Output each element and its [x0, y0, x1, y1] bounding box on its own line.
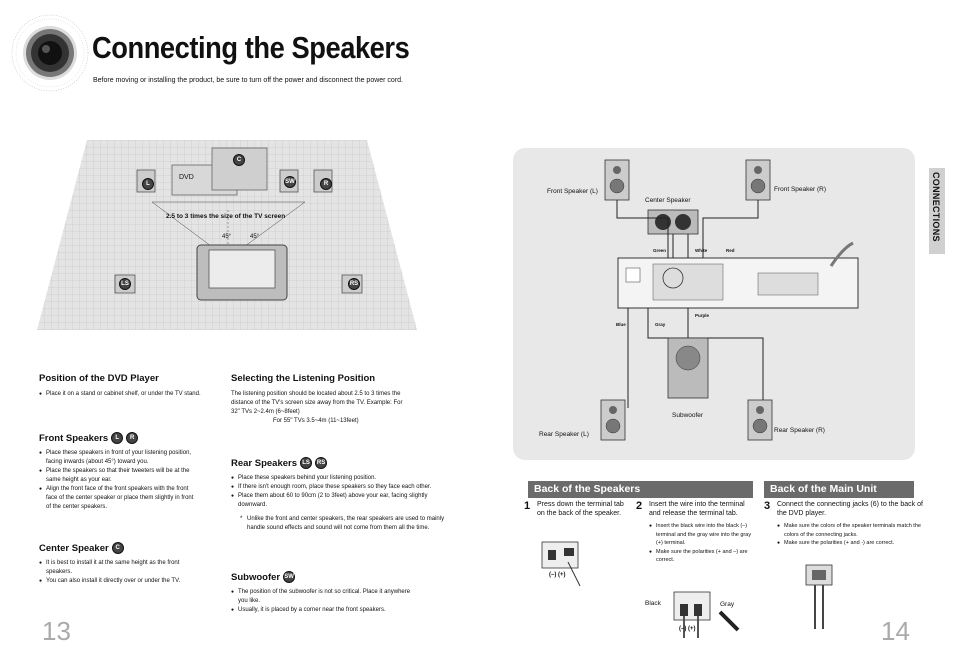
- label-rear-left: Rear Speaker (L): [539, 431, 589, 438]
- page-title: Connecting the Speakers: [92, 30, 410, 65]
- list-item: Make sure the polarities (+ and –) are c…: [649, 548, 756, 565]
- back-of-main-unit-header: Back of the Main Unit: [764, 481, 914, 498]
- list-rear-speakers: Place these speakers behind your listeni…: [231, 474, 456, 510]
- list-center-speaker: It is best to install it at the same hei…: [39, 559, 204, 586]
- badge-rear-right: RS: [348, 278, 360, 290]
- list-item: Place these speakers behind your listeni…: [231, 474, 456, 483]
- label-wire-green: Green: [653, 248, 667, 253]
- label-front-right: Front Speaker (R): [774, 186, 827, 193]
- asterisk-icon: *: [240, 516, 243, 522]
- side-tab-label: CONNECTIONS: [931, 172, 941, 242]
- badge-rs: RS: [315, 457, 328, 469]
- step-1-text: Press down the terminal tab on the back …: [537, 501, 624, 517]
- list-item: It is best to install it at the same hei…: [39, 559, 204, 577]
- step-1-number: 1: [524, 500, 531, 512]
- listening-text: The listening position should be located…: [231, 391, 403, 415]
- heading-center-text: Center Speaker: [39, 542, 109, 554]
- list-step-2: Insert the black wire into the black (–)…: [636, 522, 756, 565]
- label-wire-gray: Gray: [655, 322, 666, 327]
- heading-subwoofer-text: Subwoofer: [231, 571, 281, 583]
- angle-left-label: 45°: [222, 234, 232, 240]
- label-subwoofer: Subwoofer: [672, 412, 704, 419]
- connections-side-tab: CONNECTIONS: [929, 168, 945, 254]
- heading-front-text: Front Speakers: [39, 432, 109, 444]
- label-black: Black: [645, 600, 661, 607]
- badge-c: C: [111, 542, 124, 554]
- list-front-speakers: Place these speakers in front of your li…: [39, 449, 199, 512]
- step-2-text: Insert the wire into the terminal and re…: [649, 501, 745, 517]
- label-wire-blue: Blue: [616, 322, 626, 327]
- list-item: Place it on a stand or cabinet shelf, or…: [39, 390, 214, 399]
- heading-listening-position: Selecting the Listening Position: [231, 373, 376, 384]
- heading-subwoofer: Subwoofer SW: [231, 571, 411, 583]
- list-dvd-position: Place it on a stand or cabinet shelf, or…: [39, 390, 214, 399]
- section-center-speaker: Center Speaker C It is best to install i…: [39, 542, 204, 586]
- speaker-disc-logo: [11, 14, 89, 92]
- badge-front-left: L: [142, 178, 154, 190]
- list-item: Place the speakers so that their tweeter…: [39, 467, 199, 485]
- list-item: The position of the subwoofer is not so …: [231, 588, 411, 606]
- terminal-press-illustration: [541, 541, 581, 587]
- page-number-right: 14: [881, 616, 910, 646]
- section-subwoofer: Subwoofer SW The position of the subwoof…: [231, 571, 411, 615]
- page-subtitle: Before moving or installing the product,…: [93, 77, 403, 84]
- label-center-speaker: Center Speaker: [645, 197, 691, 204]
- list-item: If there isn't enough room, place these …: [231, 483, 456, 492]
- list-item: You can also install it directly over or…: [39, 577, 204, 586]
- badge-rear-left: LS: [119, 278, 131, 290]
- wiring-diagram: [600, 159, 859, 441]
- list-item: Make sure the colors of the speaker term…: [777, 522, 924, 539]
- heading-dvd-position: Position of the DVD Player: [39, 373, 159, 384]
- heading-center-speaker: Center Speaker C: [39, 542, 204, 554]
- list-item: Align the front face of the front speake…: [39, 485, 199, 512]
- list-item: Place these speakers in front of your li…: [39, 449, 199, 467]
- badge-center: C: [233, 154, 245, 166]
- badge-ls: LS: [300, 457, 313, 469]
- rear-note: * Unlike the front and center speakers, …: [231, 515, 456, 533]
- list-subwoofer: The position of the subwoofer is not so …: [231, 588, 411, 615]
- badge-front-right: R: [320, 178, 332, 190]
- section-front-speakers: Front Speakers LR Place these speakers i…: [39, 432, 199, 512]
- wiring-diagram-panel: Front Speaker (L) Front Speaker (R) Cent…: [513, 148, 915, 460]
- badge-r: R: [126, 432, 139, 444]
- badge-l: L: [111, 432, 124, 444]
- label-gray: Gray: [720, 601, 735, 608]
- jack-connect-illustration: [805, 564, 833, 629]
- list-item: Make sure the polarities (+ and -) are c…: [777, 539, 924, 548]
- list-step-3: Make sure the colors of the speaker term…: [764, 522, 924, 548]
- step-2-number: 2: [636, 500, 643, 512]
- label-wire-purple: Purple: [695, 313, 710, 318]
- distance-label: 2.5 to 3 times the size of the TV screen: [166, 213, 286, 220]
- polarity-label-2: (–) (+): [679, 626, 696, 632]
- back-of-speakers-header: Back of the Speakers: [528, 481, 753, 498]
- angle-right-label: 45°: [250, 234, 260, 240]
- section-dvd-position: Position of the DVD Player Place it on a…: [39, 373, 214, 399]
- page-number-left: 13: [42, 616, 71, 646]
- step-3: 3 Connect the connecting jacks (6) to th…: [764, 500, 924, 548]
- list-item: Place them about 60 to 90cm (2 to 3feet)…: [231, 492, 456, 510]
- badge-sw: SW: [283, 571, 296, 583]
- polarity-label-1: (–) (+): [549, 572, 566, 578]
- list-item: Usually, it is placed by a corner near t…: [231, 606, 411, 615]
- wire-insert-illustration: [673, 591, 740, 638]
- list-item: Insert the black wire into the black (–)…: [649, 522, 756, 548]
- rear-note-text: Unlike the front and center speakers, th…: [247, 516, 445, 531]
- section-listening-position: Selecting the Listening Position The lis…: [231, 373, 403, 426]
- listening-text-2: For 55" TVs 3.5~4m (11~13feet): [273, 418, 359, 424]
- label-wire-red: Red: [726, 248, 735, 253]
- label-front-left: Front Speaker (L): [547, 188, 598, 195]
- step-2: 2 Insert the wire into the terminal and …: [636, 500, 756, 565]
- label-rear-right: Rear Speaker (R): [774, 427, 825, 434]
- label-wire-white: White: [695, 248, 708, 253]
- dvd-label: DVD: [179, 174, 194, 181]
- step-3-text: Connect the connecting jacks (6) to the …: [777, 501, 923, 517]
- badge-subwoofer: SW: [284, 176, 296, 188]
- heading-rear-text: Rear Speakers: [231, 457, 298, 469]
- step-3-number: 3: [764, 500, 771, 512]
- step-1: 1 Press down the terminal tab on the bac…: [524, 500, 629, 518]
